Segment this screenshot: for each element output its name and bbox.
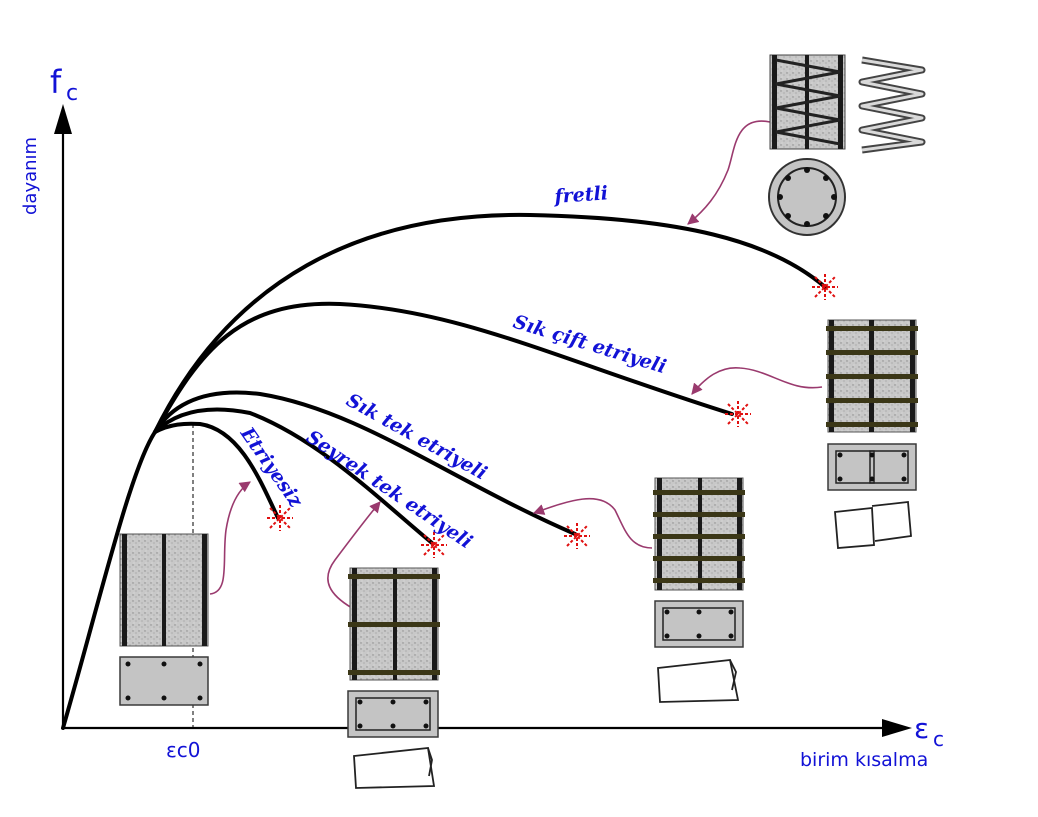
column-elevation-icon [826, 319, 918, 433]
curve-sik-cift [153, 301, 734, 434]
x-axis-symbol: ε [914, 712, 929, 745]
column-elevation-icon [119, 533, 209, 647]
failure-mark-icon [812, 274, 838, 300]
curve-etriyesiz [153, 421, 280, 520]
spiral-icon [858, 56, 926, 154]
column-section-icon [347, 690, 439, 738]
x-axis-label: birim kısalma [800, 749, 928, 771]
failure-mark-icon [725, 401, 751, 427]
curve-seyrek-tek [153, 407, 434, 545]
spiral-column-section [768, 158, 846, 236]
column-section-icon [827, 443, 917, 491]
x-axis-arrowhead [882, 719, 912, 737]
column-elevation-icon [348, 567, 440, 681]
curve-sik-tek [153, 390, 577, 536]
curve-fretli [61, 212, 827, 730]
spiral-column-elevation [769, 54, 846, 150]
crushed-block-icon [353, 747, 436, 789]
column-elevation-icon [653, 477, 745, 591]
curve-label-fretli: fretli [552, 182, 609, 208]
peak-strain-label: εc0 [166, 738, 201, 762]
failure-mark-icon [564, 523, 590, 549]
y-axis-symbol: f [50, 63, 62, 101]
x-axis-symbol-sub: c [933, 727, 944, 751]
crushed-block-icon [657, 659, 740, 703]
y-axis-arrowhead [54, 104, 72, 134]
y-axis-label: dayanım [20, 137, 41, 215]
curves [61, 212, 827, 730]
failure-mark-icon [421, 532, 447, 558]
y-axis-symbol-sub: c [66, 81, 78, 106]
column-section-icon [119, 656, 209, 706]
connector-arrows [209, 120, 823, 609]
failure-mark-icon [267, 505, 293, 531]
column-section-icon [654, 600, 744, 648]
crushed-block-icon [834, 501, 912, 549]
